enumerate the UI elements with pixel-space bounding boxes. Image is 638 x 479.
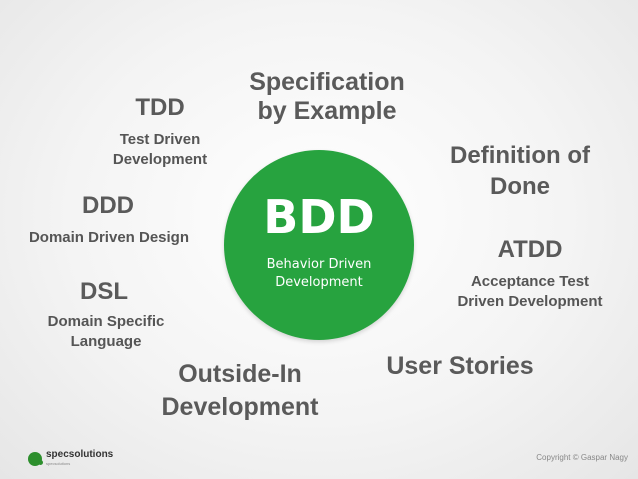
outside-in-label: Outside-In Development xyxy=(135,358,345,423)
spec-by-example-line2: by Example xyxy=(257,96,397,125)
outside-in-line1: Outside-In xyxy=(178,360,302,388)
copyright-text: Copyright © Gaspar Nagy xyxy=(536,453,628,462)
bdd-subtitle: Behavior Driven Development xyxy=(224,256,414,291)
tdd-desc-line1: Test Driven xyxy=(119,131,201,148)
tdd-title: TDD xyxy=(135,94,185,121)
logo-dot-small-icon xyxy=(38,460,43,465)
dsl-desc-line2: Language xyxy=(70,332,142,350)
ddd-description: Domain Driven Design xyxy=(28,229,190,246)
logo-name: specsolutions xyxy=(46,449,114,460)
logo-tagline: specsolutions xyxy=(46,461,71,466)
atdd-description: Acceptance Test Driven Development xyxy=(440,272,620,311)
definition-of-done-label: Definition of Done xyxy=(420,140,620,202)
bdd-circle: BDD Behavior Driven Development xyxy=(224,150,414,340)
dsl-desc-line1: Domain Specific xyxy=(47,313,165,330)
spec-by-example-line1: Specification xyxy=(249,68,405,96)
dsl-description: Domain Specific Language xyxy=(26,312,186,351)
bdd-subtitle-line2: Development xyxy=(275,274,363,290)
bdd-title: BDD xyxy=(263,190,375,244)
definition-of-done-line1: Definition of xyxy=(450,142,590,169)
user-stories-label: User Stories xyxy=(386,352,534,380)
tdd-description: Test Driven Development xyxy=(90,130,230,169)
atdd-desc-line2: Driven Development xyxy=(457,292,603,310)
atdd-title: ATDD xyxy=(497,236,563,263)
tdd-desc-line2: Development xyxy=(112,150,208,168)
outside-in-line2: Development xyxy=(161,392,319,421)
ddd-title: DDD xyxy=(82,192,134,219)
dsl-title: DSL xyxy=(80,278,128,305)
atdd-desc-line1: Acceptance Test xyxy=(470,273,590,290)
bdd-subtitle-line1: Behavior Driven xyxy=(266,257,372,272)
definition-of-done-line2: Done xyxy=(490,173,550,201)
spec-by-example-label: Specification by Example xyxy=(232,68,422,126)
